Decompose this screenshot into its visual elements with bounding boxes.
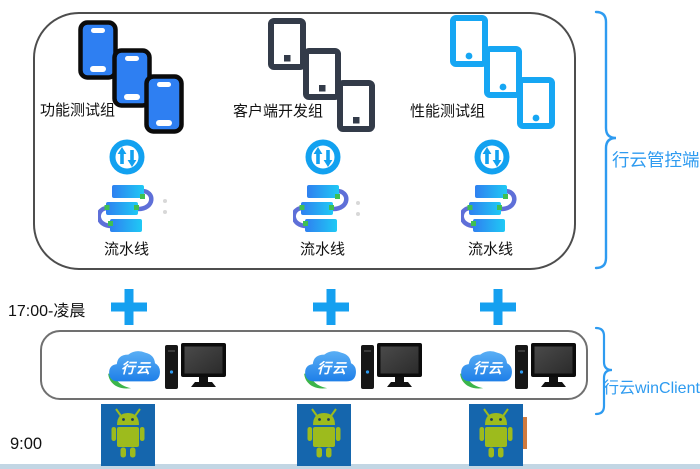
tablet-blue-icon (517, 77, 555, 129)
xingyun-cloud-logo (302, 346, 358, 390)
ellipsis-dot (356, 201, 360, 205)
ellipsis-dot (356, 212, 360, 216)
phone-blue-icon (144, 74, 184, 134)
plus-icon (111, 289, 147, 325)
group-label-client-dev: 客户端开发组 (233, 103, 324, 120)
desktop-pc-icon (514, 342, 576, 392)
morning-time-label: 9:00 (10, 435, 43, 453)
xingyun-cloud-logo (458, 346, 514, 390)
pipeline-icon (461, 184, 525, 234)
xingyun-cloud-logo (106, 346, 162, 390)
swap-arrows-icon (109, 139, 145, 175)
desktop-pc-icon (164, 342, 226, 392)
brace-management (594, 10, 617, 270)
pipeline-label: 流水线 (300, 241, 346, 258)
tablet-blue-icon (450, 15, 488, 67)
group-label-performance-test: 性能测试组 (410, 103, 486, 120)
brace-winclient (594, 326, 613, 416)
tablet-dark-icon (303, 48, 341, 100)
group-label-functional-test: 功能测试组 (40, 102, 116, 119)
plus-icon (313, 289, 349, 325)
tablet-dark-icon (268, 18, 306, 70)
pipeline-icon (293, 184, 357, 234)
desktop-pc-icon (360, 342, 422, 392)
pipeline-icon (98, 184, 162, 234)
pipeline-label: 流水线 (468, 241, 514, 258)
android-robot-icon (469, 404, 523, 466)
swap-arrows-icon (305, 139, 341, 175)
bottom-edge-strip (0, 464, 700, 469)
pipeline-label: 流水线 (104, 241, 150, 258)
management-side-label: 行云管控端 (612, 150, 700, 170)
peeking-icon (520, 417, 527, 449)
android-robot-icon (297, 404, 351, 466)
android-robot-icon (101, 404, 155, 466)
tablet-dark-icon (337, 80, 375, 132)
swap-arrows-icon (474, 139, 510, 175)
plus-icon (480, 289, 516, 325)
ellipsis-dot (163, 199, 167, 203)
winclient-side-label: 行云winClient (603, 380, 700, 397)
evening-time-label: 17:00-凌晨 (8, 303, 86, 320)
ellipsis-dot (163, 210, 167, 214)
